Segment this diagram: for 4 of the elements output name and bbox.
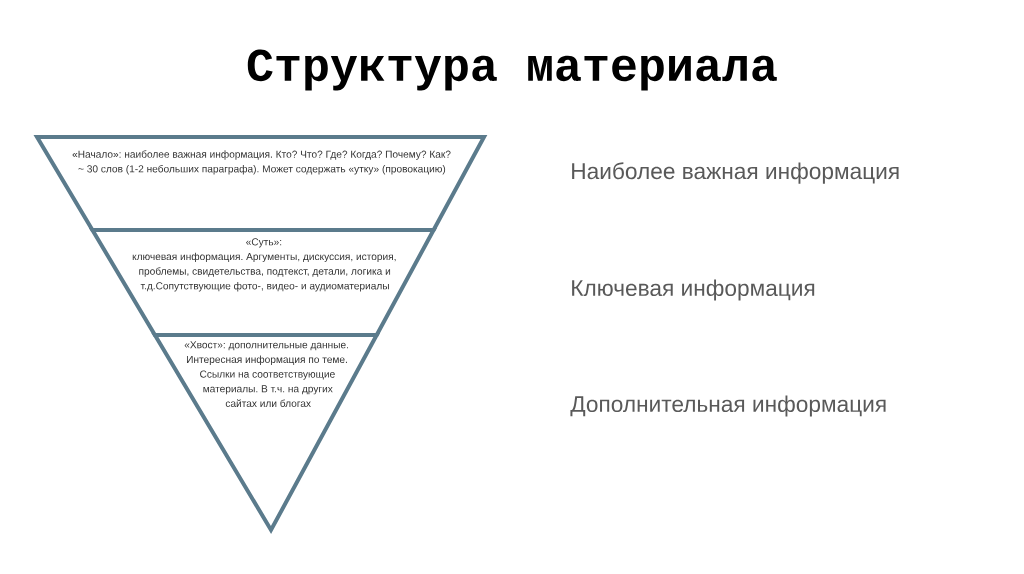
- side-label: Ключевая информация: [572, 279, 815, 301]
- side-label: Дополнительная информация: [570, 395, 886, 417]
- side-label: Наиболее важная информация: [572, 162, 899, 184]
- title: Структура материала: [247, 49, 777, 91]
